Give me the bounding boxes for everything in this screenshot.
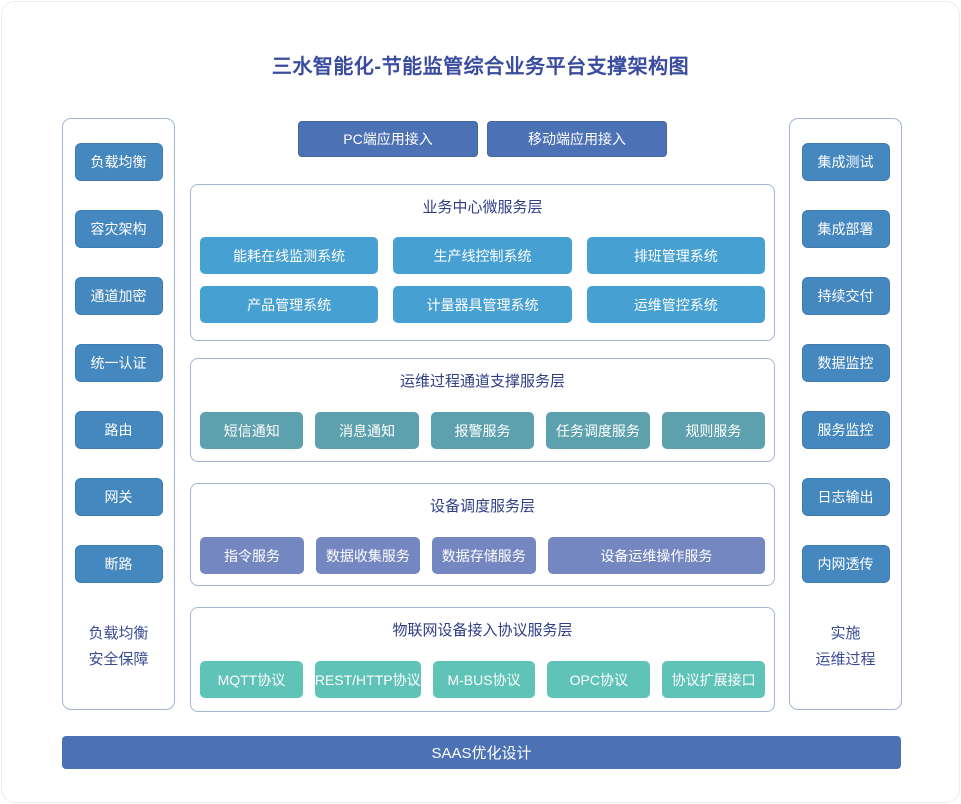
- right-panel: 集成测试 集成部署 持续交付 数据监控 服务监控 日志输出 内网透传 实施 运维…: [789, 118, 902, 710]
- mobile-access-block: 移动端应用接入: [487, 121, 667, 157]
- left-panel-item-unified-auth: 统一认证: [74, 344, 163, 382]
- pc-access-block: PC端应用接入: [298, 121, 478, 157]
- service-block: 计量器具管理系统: [393, 286, 572, 323]
- saas-bar: SAAS优化设计: [62, 736, 901, 769]
- layer-row: MQTT协议 REST/HTTP协议 M-BUS协议 OPC协议 协议扩展接口: [191, 661, 774, 698]
- layer-device-scheduling: 设备调度服务层 指令服务 数据收集服务 数据存储服务 设备运维操作服务: [190, 483, 775, 586]
- right-panel-item-intranet-passthrough: 内网透传: [801, 545, 890, 583]
- layer-row: 短信通知 消息通知 报警服务 任务调度服务 规则服务: [191, 412, 774, 449]
- access-row: PC端应用接入 移动端应用接入: [190, 121, 775, 157]
- layer-row: 产品管理系统 计量器具管理系统 运维管控系统: [191, 286, 774, 323]
- right-panel-item-log-output: 日志输出: [801, 478, 890, 516]
- left-panel-item-routing: 路由: [74, 411, 163, 449]
- protocol-block: 协议扩展接口: [662, 661, 766, 698]
- right-panel-item-service-monitoring: 服务监控: [801, 411, 890, 449]
- right-panel-caption: 实施 运维过程: [815, 621, 875, 673]
- service-block: 短信通知: [200, 412, 304, 449]
- layer-row: 能耗在线监测系统 生产线控制系统 排班管理系统: [191, 237, 774, 274]
- service-block: 排班管理系统: [586, 237, 765, 274]
- service-block: 产品管理系统: [200, 286, 379, 323]
- left-panel-item-circuit-break: 断路: [74, 545, 163, 583]
- left-panel: 负载均衡 容灾架构 通道加密 统一认证 路由 网关 断路 负载均衡 安全保障: [62, 118, 175, 710]
- left-panel-item-gateway: 网关: [74, 478, 163, 516]
- right-panel-item-integration-test: 集成测试: [801, 143, 890, 181]
- service-block: 设备运维操作服务: [547, 537, 765, 574]
- caption-line: 运维过程: [815, 651, 876, 668]
- right-panel-item-integration-deploy: 集成部署: [801, 210, 890, 248]
- service-block: 数据存储服务: [431, 537, 536, 574]
- protocol-block: OPC协议: [547, 661, 651, 698]
- caption-line: 负载均衡: [88, 625, 149, 642]
- service-block: 规则服务: [661, 412, 766, 449]
- protocol-block: M-BUS协议: [432, 661, 536, 698]
- layer-business-microservices: 业务中心微服务层 能耗在线监测系统 生产线控制系统 排班管理系统 产品管理系统 …: [190, 184, 775, 341]
- right-panel-item-continuous-delivery: 持续交付: [801, 277, 890, 315]
- layer-row: 指令服务 数据收集服务 数据存储服务 设备运维操作服务: [191, 537, 774, 574]
- service-block: 指令服务: [200, 537, 304, 574]
- service-block: 消息通知: [315, 412, 419, 449]
- left-panel-item-load-balancing: 负载均衡: [74, 143, 163, 181]
- caption-line: 实施: [830, 625, 861, 642]
- page-title: 三水智能化-节能监管综合业务平台支撑架构图: [271, 56, 690, 78]
- left-panel-caption: 负载均衡 安全保障: [88, 621, 148, 673]
- layer-title: 业务中心微服务层: [422, 199, 543, 216]
- left-panel-item-channel-encryption: 通道加密: [74, 277, 163, 315]
- left-panel-item-disaster-recovery: 容灾架构: [74, 210, 163, 248]
- right-panel-item-data-monitoring: 数据监控: [801, 344, 890, 382]
- layer-iot-protocol: 物联网设备接入协议服务层 MQTT协议 REST/HTTP协议 M-BUS协议 …: [190, 607, 775, 712]
- service-block: 报警服务: [430, 412, 535, 449]
- service-block: 任务调度服务: [546, 412, 650, 449]
- layer-title: 运维过程通道支撑服务层: [399, 373, 565, 390]
- layer-channel-support: 运维过程通道支撑服务层 短信通知 消息通知 报警服务 任务调度服务 规则服务: [190, 358, 775, 462]
- layer-title: 物联网设备接入协议服务层: [392, 622, 573, 639]
- service-block: 运维管控系统: [586, 286, 765, 323]
- layer-title: 设备调度服务层: [429, 498, 535, 515]
- service-block: 生产线控制系统: [393, 237, 572, 274]
- service-block: 数据收集服务: [315, 537, 420, 574]
- service-block: 能耗在线监测系统: [200, 237, 379, 274]
- caption-line: 安全保障: [88, 651, 149, 668]
- protocol-block: REST/HTTP协议: [314, 661, 421, 698]
- protocol-block: MQTT协议: [200, 661, 303, 698]
